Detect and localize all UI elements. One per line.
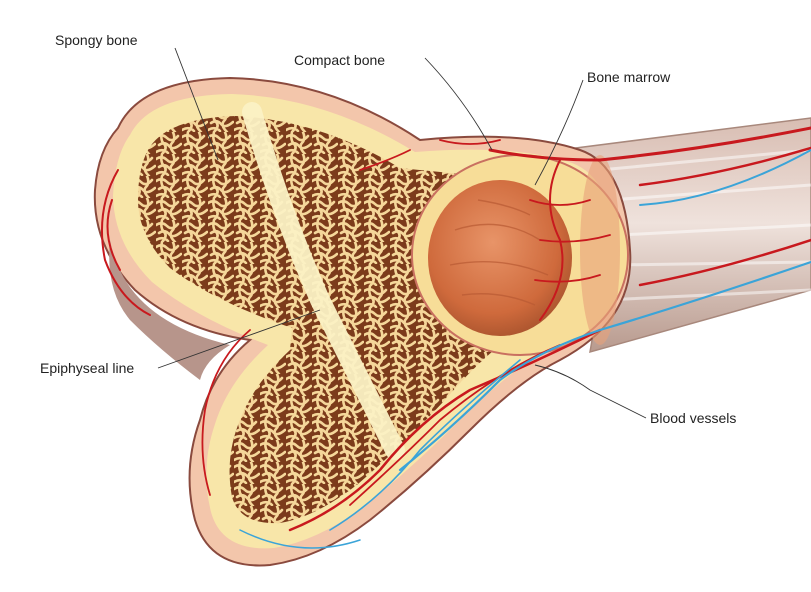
leader-lines	[157, 47, 647, 419]
leader-bone-marrow	[534, 79, 584, 186]
leader-blood-vessels	[534, 364, 647, 419]
blood-vessels-arteries	[100, 126, 811, 532]
label-blood-vessels: Blood vessels	[650, 410, 737, 426]
blood-vessels-veins	[239, 149, 811, 549]
label-bone-marrow: Bone marrow	[587, 69, 671, 85]
label-compact-bone: Compact bone	[294, 52, 386, 68]
epiphyseal-line	[242, 102, 405, 460]
leader-epiphyseal-line	[157, 309, 321, 369]
leader-spongy-bone	[174, 47, 219, 161]
leader-compact-bone	[424, 57, 493, 151]
label-epiphyseal-line: Epiphyseal line	[40, 360, 135, 376]
label-spongy-bone: Spongy bone	[55, 32, 138, 48]
bone-marrow	[428, 180, 572, 336]
